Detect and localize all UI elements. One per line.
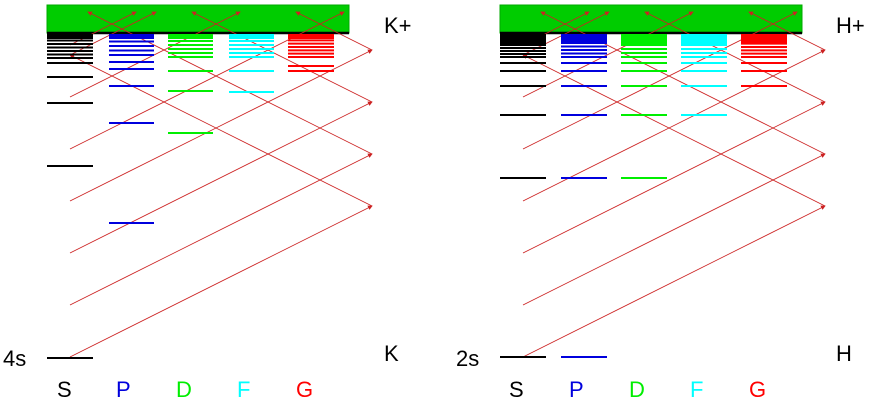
series-label-s: S	[509, 377, 524, 402]
transition-arrow	[295, 11, 373, 51]
transition-arrow	[69, 153, 373, 306]
series-label-f: F	[237, 377, 250, 402]
transition-arrow	[69, 49, 373, 202]
panel-hydrogen: H+ H 2s S P D F G	[456, 4, 865, 402]
transition-arrow	[644, 11, 826, 103]
series-label-p: P	[116, 377, 131, 402]
transition-arrow	[522, 54, 826, 207]
level-cluster-s	[500, 34, 546, 44]
transition-arrow	[69, 54, 373, 207]
ground-state-label: 2s	[456, 346, 479, 371]
series-label-g: G	[296, 377, 313, 402]
series-label-p: P	[569, 377, 584, 402]
transition-arrow	[522, 205, 826, 358]
ground-state-label: 4s	[3, 346, 26, 371]
transition-arrow	[69, 101, 373, 254]
series-label-d: D	[176, 377, 192, 402]
transition-arrow	[69, 11, 241, 98]
atom-label: K	[384, 341, 399, 366]
level-cluster-p	[109, 34, 154, 39]
transition-lattice	[69, 11, 373, 358]
level-cluster-p	[561, 34, 607, 44]
ion-label: K+	[384, 13, 412, 38]
level-cluster-g	[288, 34, 334, 39]
energy-levels	[47, 34, 334, 359]
transition-arrow	[748, 11, 826, 51]
level-cluster-f	[681, 34, 727, 44]
series-label-f: F	[690, 377, 703, 402]
energy-levels	[500, 34, 787, 358]
transition-arrow	[522, 49, 826, 202]
level-cluster-d	[168, 34, 213, 39]
level-cluster-g	[741, 34, 787, 44]
atom-label: H	[836, 341, 852, 366]
transition-arrow	[191, 11, 373, 103]
transition-arrow	[522, 11, 694, 98]
series-label-s: S	[57, 377, 72, 402]
ionization-continuum-band	[499, 4, 803, 34]
level-cluster-f	[229, 34, 274, 39]
level-cluster-s	[47, 34, 93, 39]
series-label-d: D	[629, 377, 645, 402]
transition-arrow	[522, 153, 826, 306]
ionization-continuum-band	[46, 4, 350, 34]
transition-arrow	[69, 205, 373, 358]
panel-potassium: K+ K 4s S P D F G	[3, 4, 412, 402]
level-cluster-d	[621, 34, 667, 44]
series-label-g: G	[749, 377, 766, 402]
transition-arrow	[522, 101, 826, 254]
ion-label: H+	[836, 13, 865, 38]
